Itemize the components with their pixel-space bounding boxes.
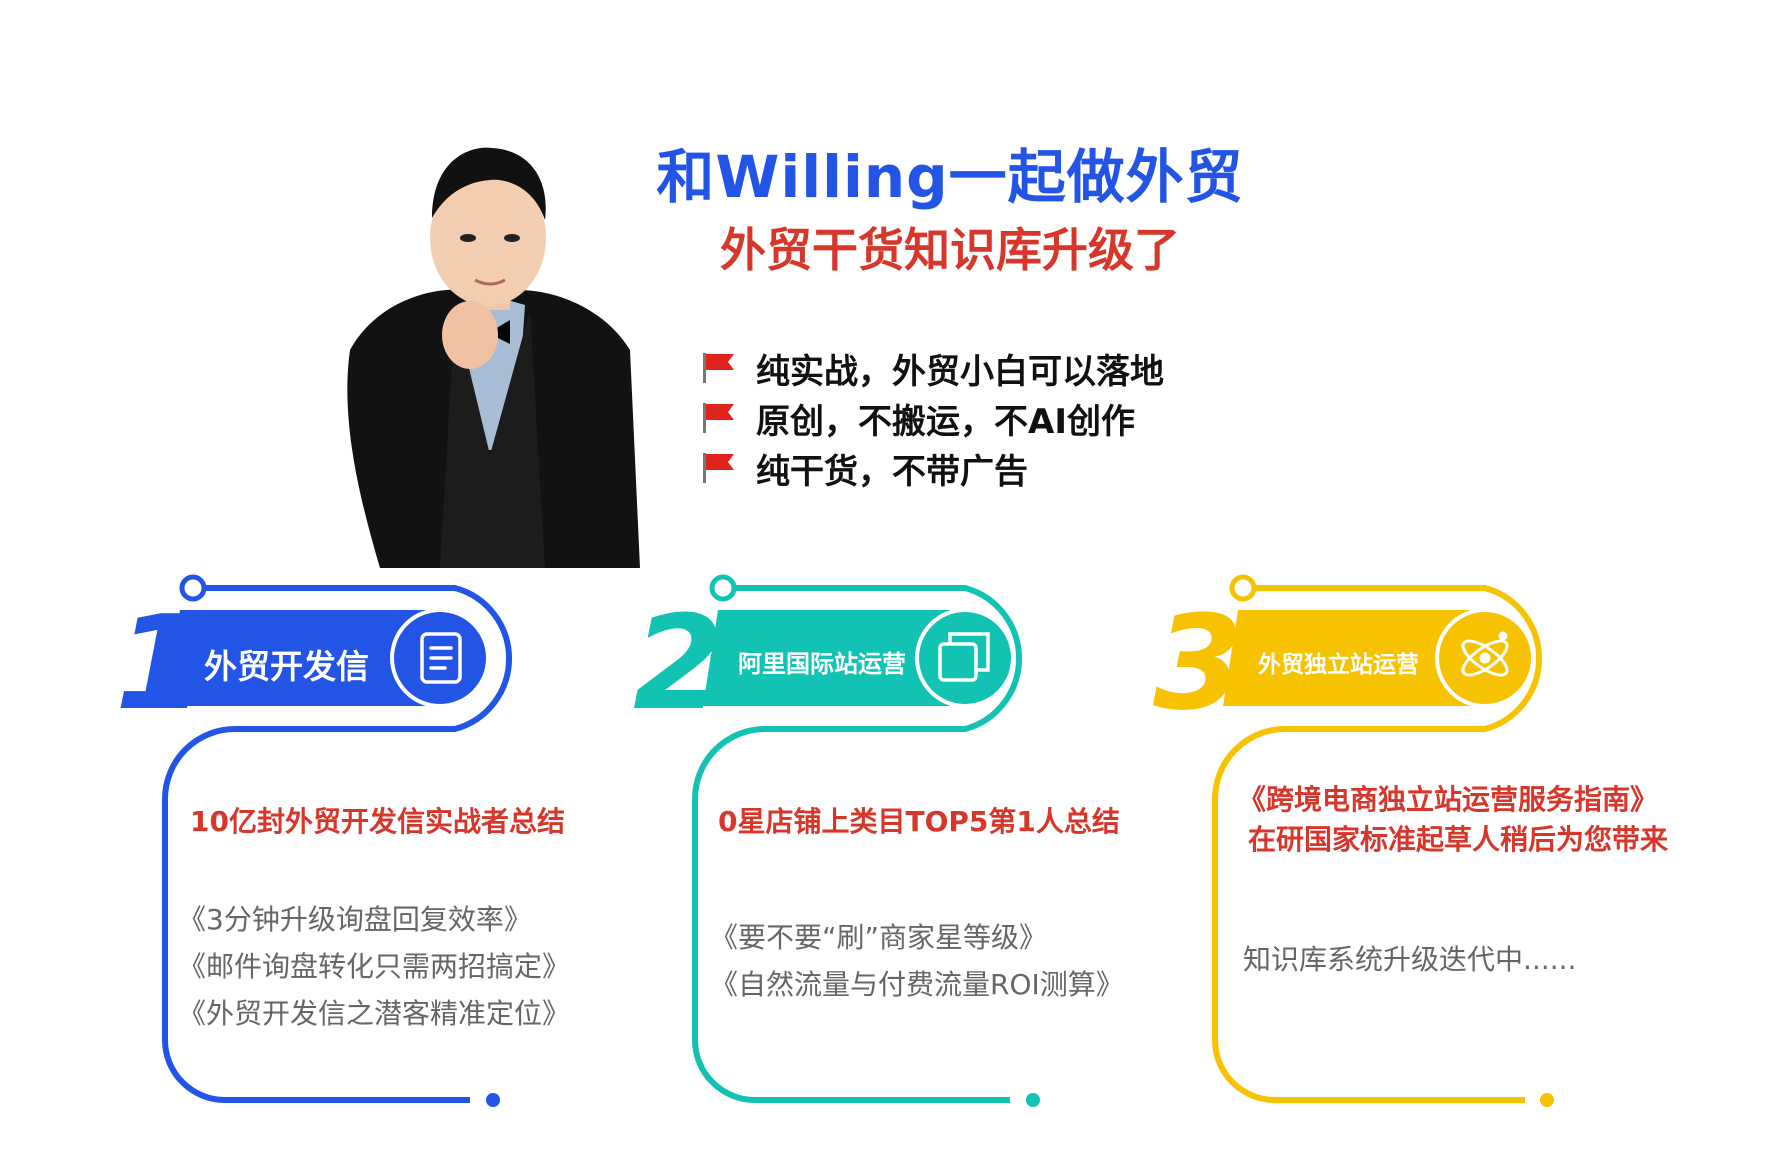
card-1-label: 外贸开发信 xyxy=(204,647,369,686)
card-1-item: 《3分钟升级询盘回复效率》 xyxy=(178,903,532,936)
feature-text: 纯实战，外贸小白可以落地 xyxy=(756,351,1164,392)
card-3-item: 知识库系统升级迭代中...... xyxy=(1243,943,1577,976)
card-2-number: 2 xyxy=(633,587,724,739)
card-2-frame xyxy=(692,574,1040,1107)
layers-icon xyxy=(938,632,990,682)
feature-list: 纯实战，外贸小白可以落地 原创，不搬运，不AI创作 纯干货，不带广告 xyxy=(700,343,1164,493)
card-2-item: 《要不要“刷”商家星等级》 xyxy=(710,921,1048,954)
document-icon xyxy=(420,632,462,684)
card-2-item: 《自然流量与付费流量ROI测算》 xyxy=(710,968,1124,1001)
page-title: 和Willing一起做外贸 xyxy=(656,143,1244,211)
page-subtitle: 外贸干货知识库升级了 xyxy=(720,223,1180,277)
red-flag-icon xyxy=(703,453,734,483)
red-flag-icon xyxy=(703,353,734,383)
feature-item: 纯干货，不带广告 xyxy=(700,443,1164,493)
feature-item: 纯实战，外贸小白可以落地 xyxy=(700,343,1164,393)
feature-text: 原创，不搬运，不AI创作 xyxy=(756,401,1135,442)
card-1-number: 1 xyxy=(115,587,206,739)
card-3-headline: 在研国家标准起草人稍后为您带来 xyxy=(1248,823,1669,856)
feature-item: 原创，不搬运，不AI创作 xyxy=(700,393,1164,443)
card-3-headline: 《跨境电商独立站运营服务指南》 xyxy=(1238,783,1659,816)
feature-text: 纯干货，不带广告 xyxy=(756,451,1028,492)
card-2-headline: 0星店铺上类目TOP5第1人总结 xyxy=(718,805,1120,838)
card-3-label: 外贸独立站运营 xyxy=(1258,652,1419,678)
card-3-number: 3 xyxy=(1153,587,1244,739)
card-1-item: 《外贸开发信之潜客精准定位》 xyxy=(178,997,571,1030)
red-flag-icon xyxy=(703,403,734,433)
card-1-item: 《邮件询盘转化只需两招搞定》 xyxy=(178,950,571,983)
atom-icon xyxy=(1461,631,1509,677)
card-2-label: 阿里国际站运营 xyxy=(738,650,906,678)
card-1-frame xyxy=(162,574,512,1107)
card-1-headline: 10亿封外贸开发信实战者总结 xyxy=(190,805,565,838)
portrait-photo xyxy=(340,120,640,568)
